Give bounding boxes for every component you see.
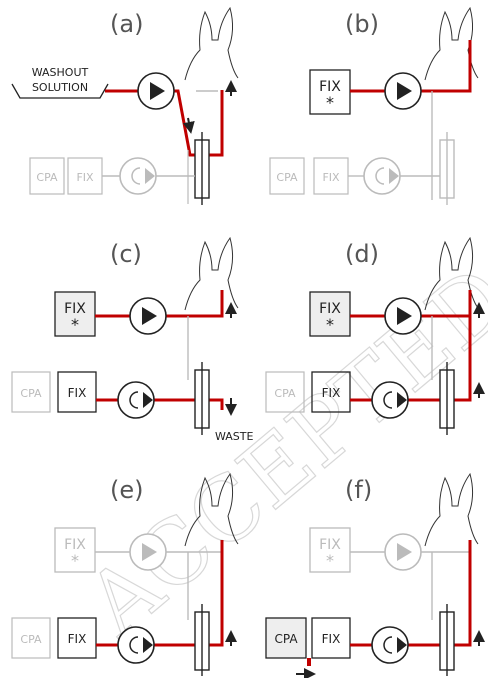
star-c: * — [71, 315, 79, 334]
flow-line-b — [350, 40, 472, 93]
cpa-label-b: CPA — [276, 171, 298, 184]
fix-top-label-d: FIX — [319, 301, 341, 317]
star-b: * — [326, 93, 334, 112]
head-outline-a — [184, 6, 239, 81]
panel-b: (b) FIX * CPA FIX — [269, 6, 479, 205]
fix-top-label-c: FIX — [64, 301, 86, 317]
panel-d: (d) FIX * CPA FIX — [265, 236, 485, 435]
down-arrow-a — [182, 117, 195, 134]
panel-e-label: (e) — [110, 476, 144, 504]
fix-tank-c — [57, 371, 97, 413]
fix-label-d: FIX — [322, 386, 341, 400]
head-outline-d — [424, 236, 479, 311]
washout-label-1: WASHOUT — [32, 66, 89, 79]
pump-a-icon — [150, 82, 165, 100]
panel-d-label: (d) — [345, 240, 379, 268]
fix-label-a: FIX — [76, 171, 94, 184]
panel-a: (a) WASHOUT SOLUTION CPA FIX — [11, 6, 239, 205]
fix-tank-e — [57, 617, 97, 659]
cpa-tank-f — [265, 617, 307, 659]
panel-f-label: (f) — [345, 476, 372, 504]
fix-top-label-f: FIX — [319, 537, 341, 553]
washout-label-2: SOLUTION — [32, 81, 88, 94]
head-outline-e — [184, 472, 239, 547]
fix-tank-top-c — [54, 291, 96, 337]
flow-line-c-top — [95, 290, 224, 318]
cpa-tank-a — [29, 157, 65, 195]
pump-c-icon — [142, 307, 157, 325]
panel-c: (c) FIX * CPA FIX WASTE — [11, 236, 254, 443]
pump-b-icon — [397, 82, 412, 100]
watermark: ACCEPTED MANUSCRIPT — [67, 0, 488, 657]
cpa-label-e: CPA — [20, 633, 42, 646]
fix-label-f: FIX — [322, 632, 341, 646]
cpa-tank-d — [265, 371, 305, 413]
panel-e: (e) FIX * CPA FIX — [11, 472, 239, 676]
recirc-pump-c — [117, 381, 155, 419]
head-outline-f — [424, 472, 479, 547]
upper-circuit-e: FIX * CPA — [11, 527, 222, 659]
cpa-label-f: CPA — [274, 632, 298, 646]
cpa-tank-e — [11, 617, 51, 659]
fix-top-label-e: FIX — [64, 537, 86, 553]
waste-label: WASTE — [215, 430, 254, 443]
fix-top-label-b: FIX — [319, 79, 341, 95]
fix-label-b: FIX — [322, 171, 340, 184]
head-outline-c — [184, 236, 239, 311]
panel-b-label: (b) — [345, 10, 379, 38]
fix-tank-top-d — [309, 291, 351, 337]
cpa-label-d: CPA — [274, 387, 296, 400]
fix-tank-top-e — [54, 527, 96, 573]
fix-tank-d — [311, 371, 351, 413]
recirc-pump-d — [371, 381, 409, 419]
lower-circuit-b: CPA FIX — [269, 91, 455, 205]
flow-line-c-bottom — [96, 398, 224, 410]
panel-a-label: (a) — [110, 10, 143, 38]
cpa-tank-c — [11, 371, 51, 413]
star-d: * — [326, 315, 334, 334]
flow-line-e — [96, 540, 224, 647]
lower-circuit-c: CPA FIX WASTE — [11, 316, 254, 443]
upper-circuit-f: FIX * — [309, 527, 470, 620]
star-e: * — [71, 551, 79, 570]
lower-circuit-a: CPA FIX — [29, 150, 195, 204]
fix-tank-top-f — [309, 527, 351, 573]
recirc-pump-f — [371, 626, 409, 664]
pump-d-icon — [397, 307, 412, 325]
fix-label-e: FIX — [68, 632, 87, 646]
washout-tank — [11, 83, 109, 99]
star-f: * — [326, 551, 334, 570]
head-outline-b — [424, 6, 479, 81]
panel-f: (f) FIX * CPA FIX — [265, 472, 485, 678]
cpa-label-c: CPA — [20, 387, 42, 400]
recirc-pump-e — [117, 626, 155, 664]
fix-label-c: FIX — [68, 386, 87, 400]
cpa-label-a: CPA — [36, 171, 58, 184]
fix-tank-f — [311, 617, 351, 659]
panel-c-label: (c) — [110, 240, 142, 268]
flow-line-f — [350, 540, 472, 647]
cpa-tank-b — [269, 157, 305, 195]
